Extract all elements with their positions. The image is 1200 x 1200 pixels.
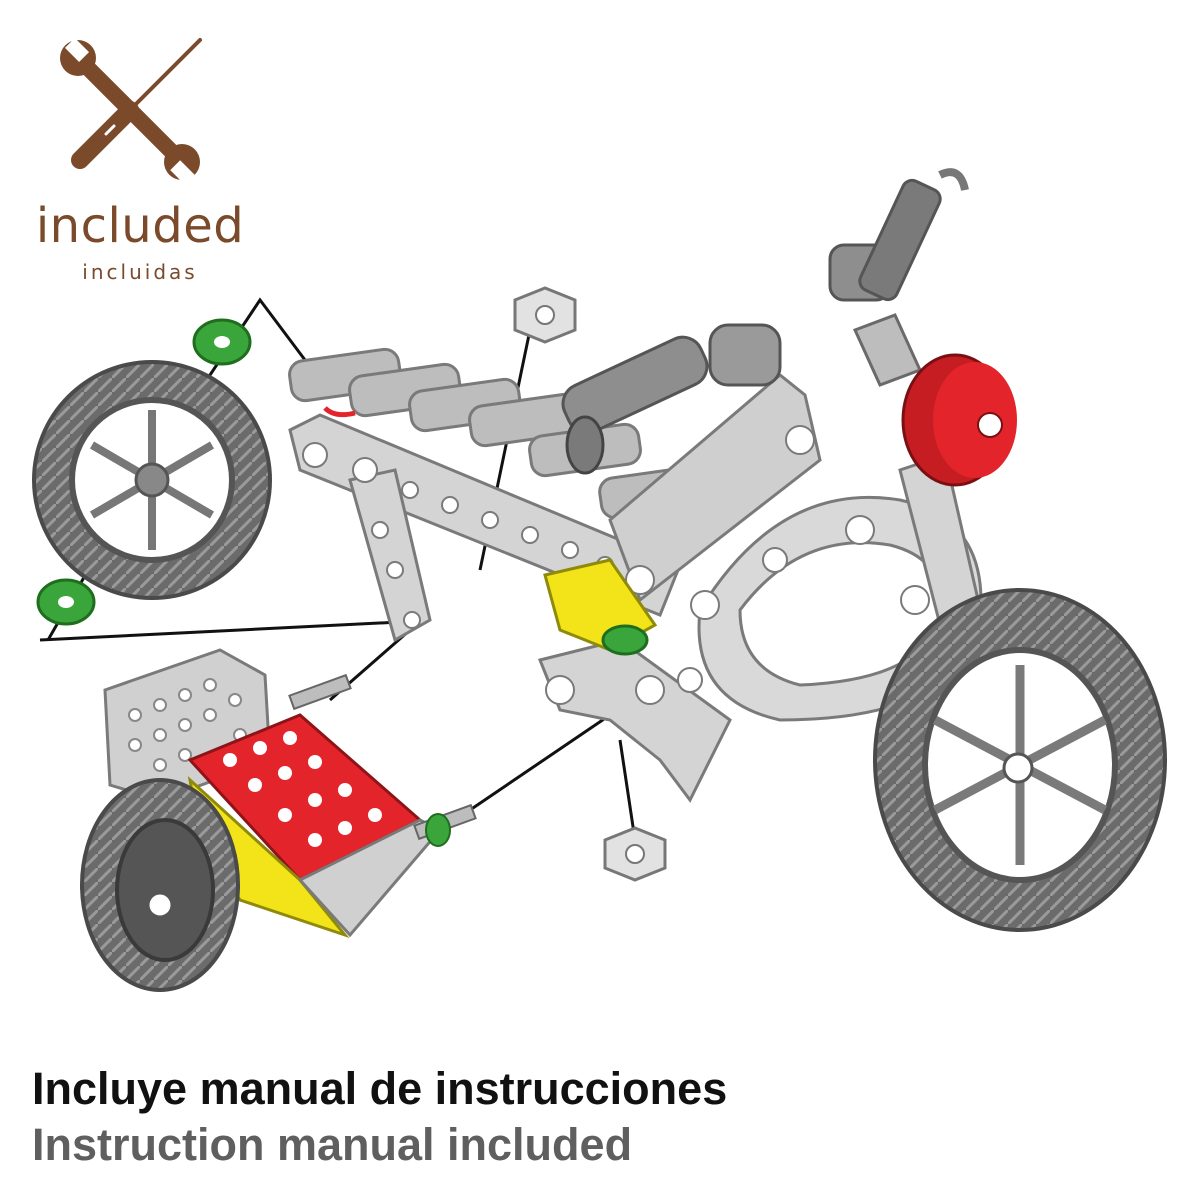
rear-wheel-part: [32, 360, 272, 600]
motorcycle-illustration: [32, 168, 1167, 992]
badge-title: included: [35, 198, 245, 254]
sidecar-part: [103, 648, 477, 939]
red-headlight-part: [901, 353, 1017, 487]
caption-spanish: Incluye manual de instrucciones: [32, 1063, 728, 1114]
hex-nut-icon: [603, 826, 667, 882]
green-spacer-icon: [192, 318, 252, 366]
side-wheel-part: [80, 778, 240, 992]
green-spacer-icon: [36, 578, 96, 626]
wrench-screwdriver-icon: [60, 37, 202, 186]
front-wheel-part: [873, 588, 1167, 932]
tools-included-badge: included incluidas: [10, 30, 250, 282]
hex-nut-icon: [513, 286, 577, 344]
badge-subtitle: incluidas: [82, 260, 198, 284]
caption-english: Instruction manual included: [32, 1119, 633, 1170]
